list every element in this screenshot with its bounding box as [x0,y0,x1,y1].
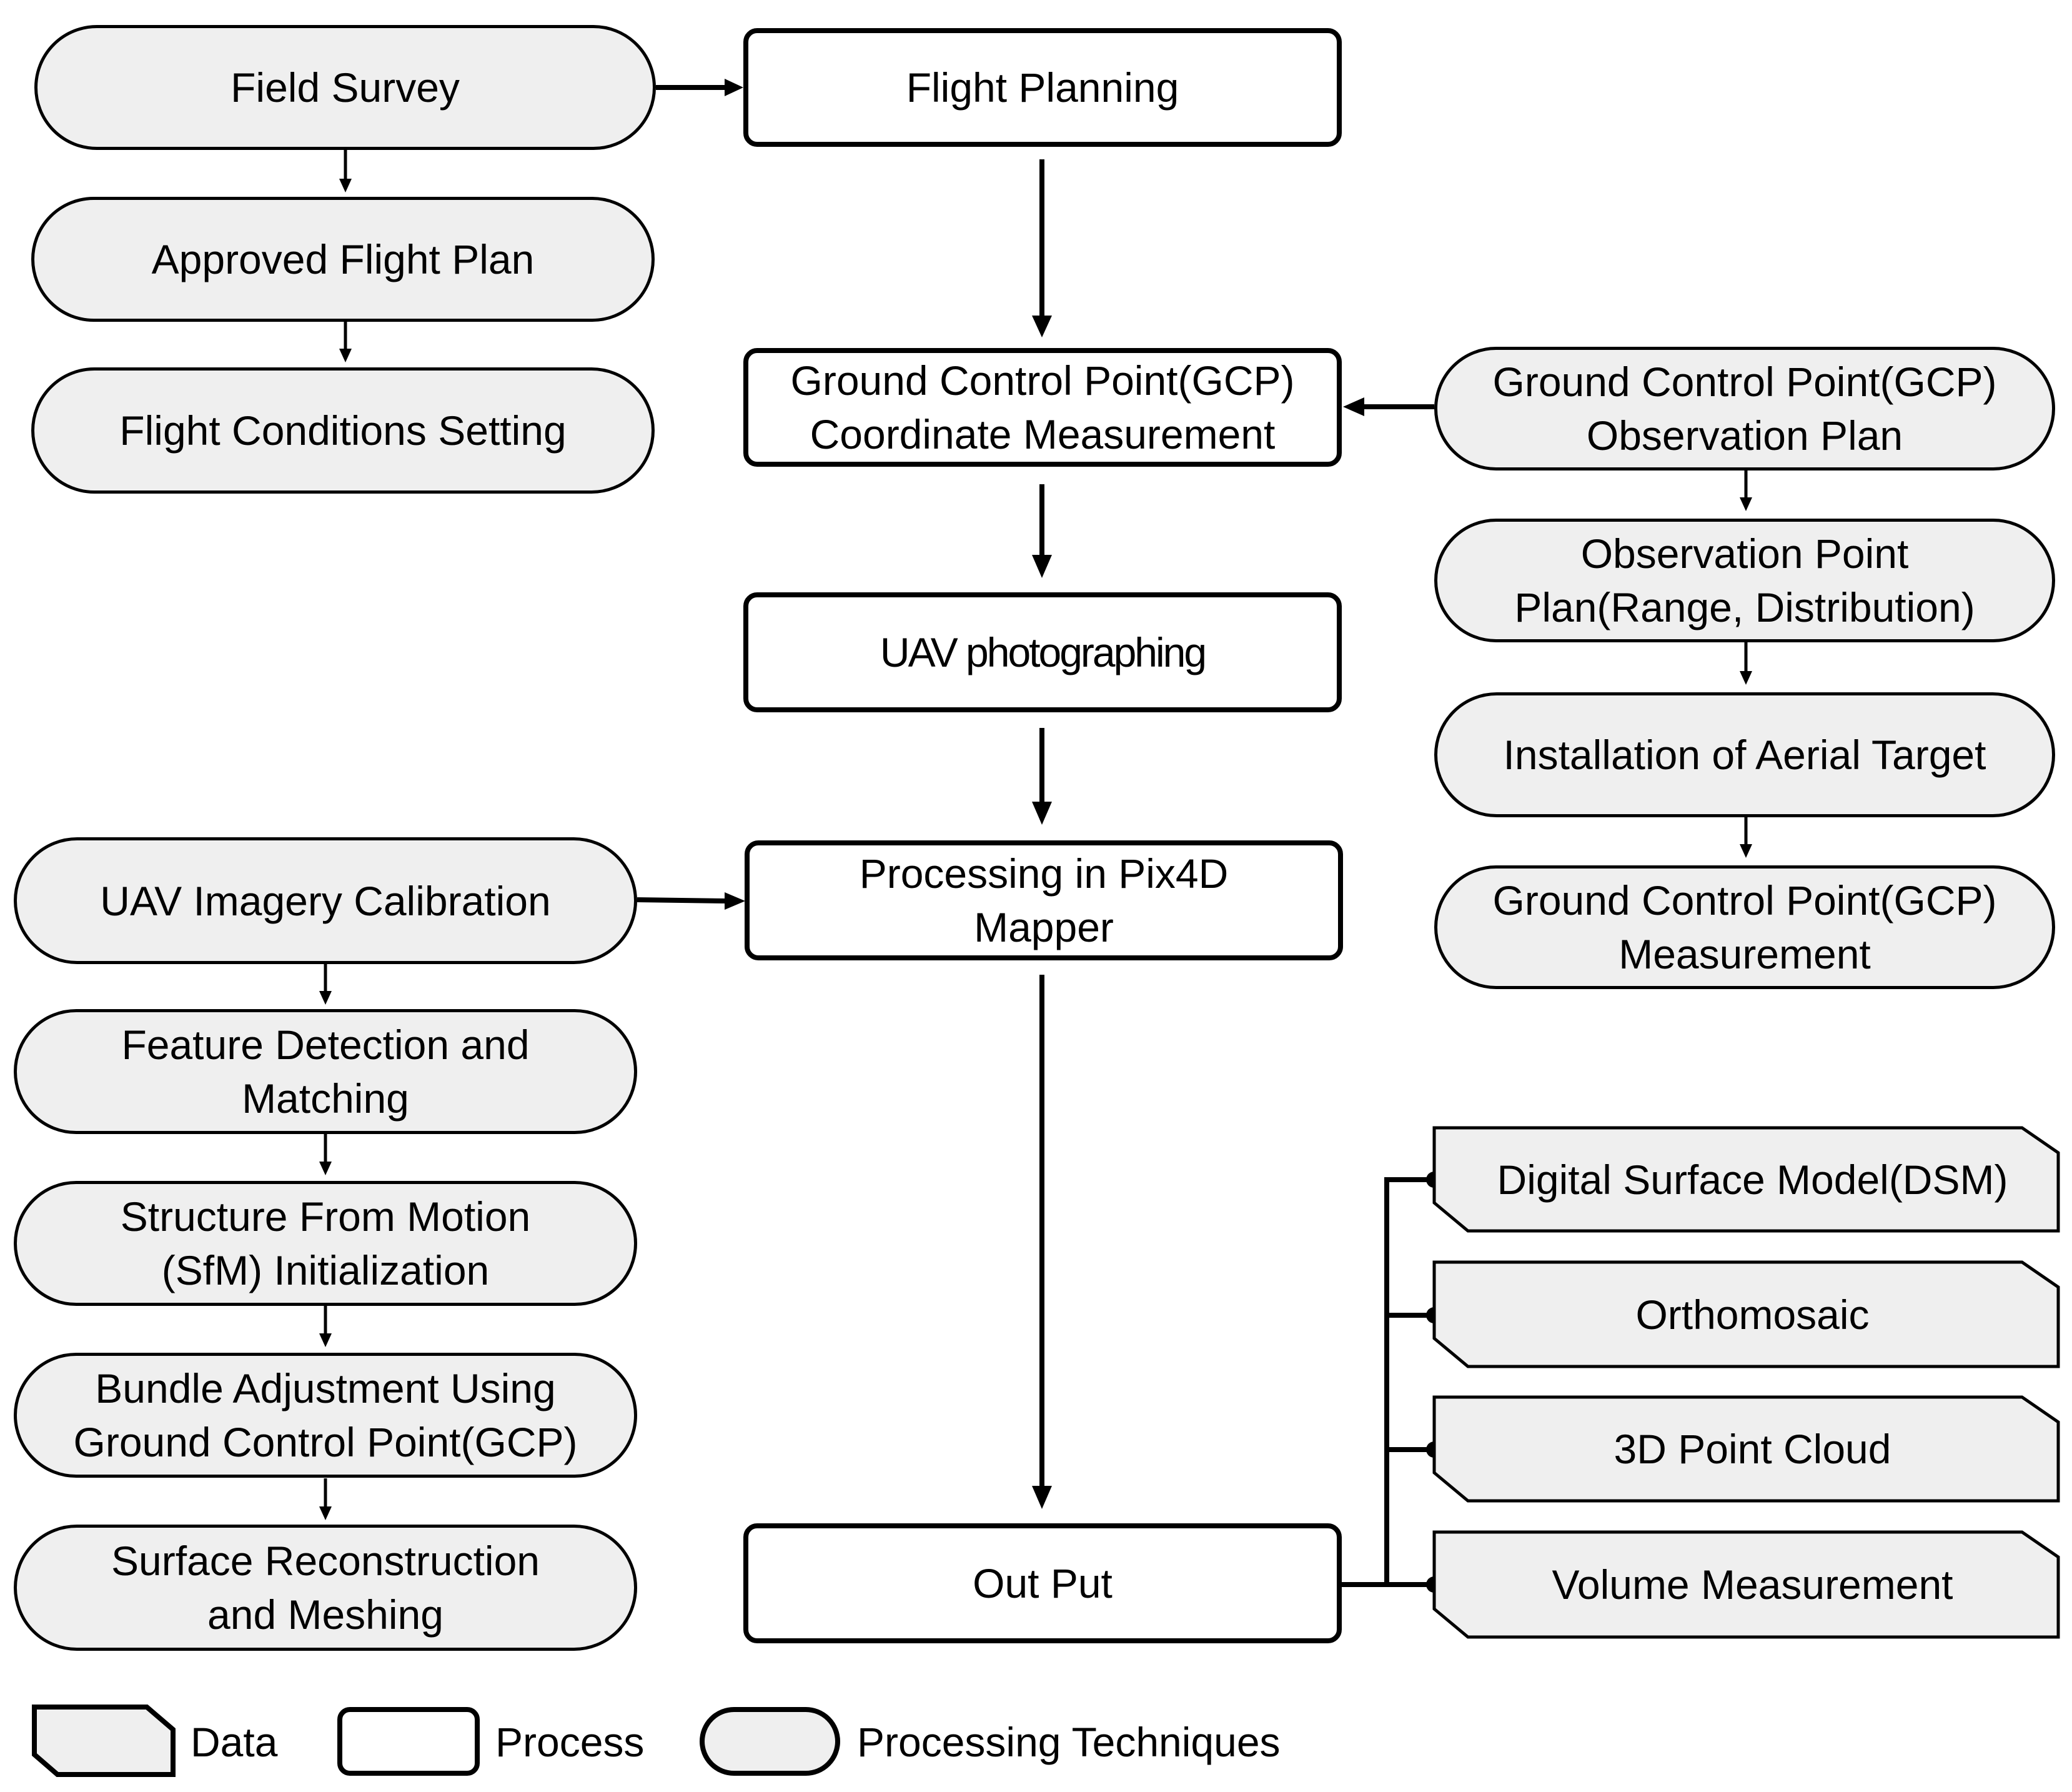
legend-techniques-label: Processing Techniques [857,1719,1281,1765]
data-shape-dsm [1432,1126,2060,1233]
node-gcp-observation-plan: Ground Control Point(GCP) Observation Pl… [1434,347,2055,470]
legend-process-shape [337,1707,480,1776]
legend-data-shape [32,1705,176,1777]
node-uav-imagery-calibration: UAV Imagery Calibration [14,837,637,964]
legend-data-label: Data [191,1719,278,1765]
node-observation-point-plan: Observation Point Plan(Range, Distributi… [1434,519,2055,642]
node-uav-photographing: UAV photographing [743,592,1342,712]
node-surface-reconstruction: Surface Reconstruction and Meshing [14,1525,637,1651]
data-shape-point-cloud [1432,1395,2060,1503]
node-volume-measurement: Volume Measurement [1552,1561,1953,1608]
node-gcp-measurement: Ground Control Point(GCP) Measurement [1434,865,2055,989]
data-shape-orthomosaic [1432,1260,2060,1368]
node-orthomosaic: Orthomosaic [1635,1291,1870,1338]
node-feature-detection-matching: Feature Detection and Matching [14,1009,637,1134]
node-installation-aerial-target: Installation of Aerial Target [1434,692,2055,817]
node-field-survey: Field Survey [34,25,656,150]
node-output: Out Put [743,1523,1342,1643]
node-gcp-coordinate-measurement: Ground Control Point(GCP) Coordinate Mea… [743,348,1342,467]
node-approved-flight-plan: Approved Flight Plan [31,197,655,322]
node-flight-planning: Flight Planning [743,28,1342,147]
arrow-calibration-to-pix4d [637,897,728,903]
node-bundle-adjustment: Bundle Adjustment Using Ground Control P… [14,1353,637,1478]
arrowhead [725,79,743,96]
legend-process-label: Process [495,1719,645,1765]
node-sfm-initialization: Structure From Motion (SfM) Initializati… [14,1181,637,1306]
legend-techniques-shape [700,1707,840,1776]
node-dsm: Digital Surface Model(DSM) [1497,1156,2008,1203]
data-shape-volume [1432,1530,2060,1639]
node-processing-pix4d: Processing in Pix4D Mapper [745,840,1343,960]
node-3d-point-cloud: 3D Point Cloud [1613,1426,1891,1472]
node-flight-conditions-setting: Flight Conditions Setting [31,367,655,494]
